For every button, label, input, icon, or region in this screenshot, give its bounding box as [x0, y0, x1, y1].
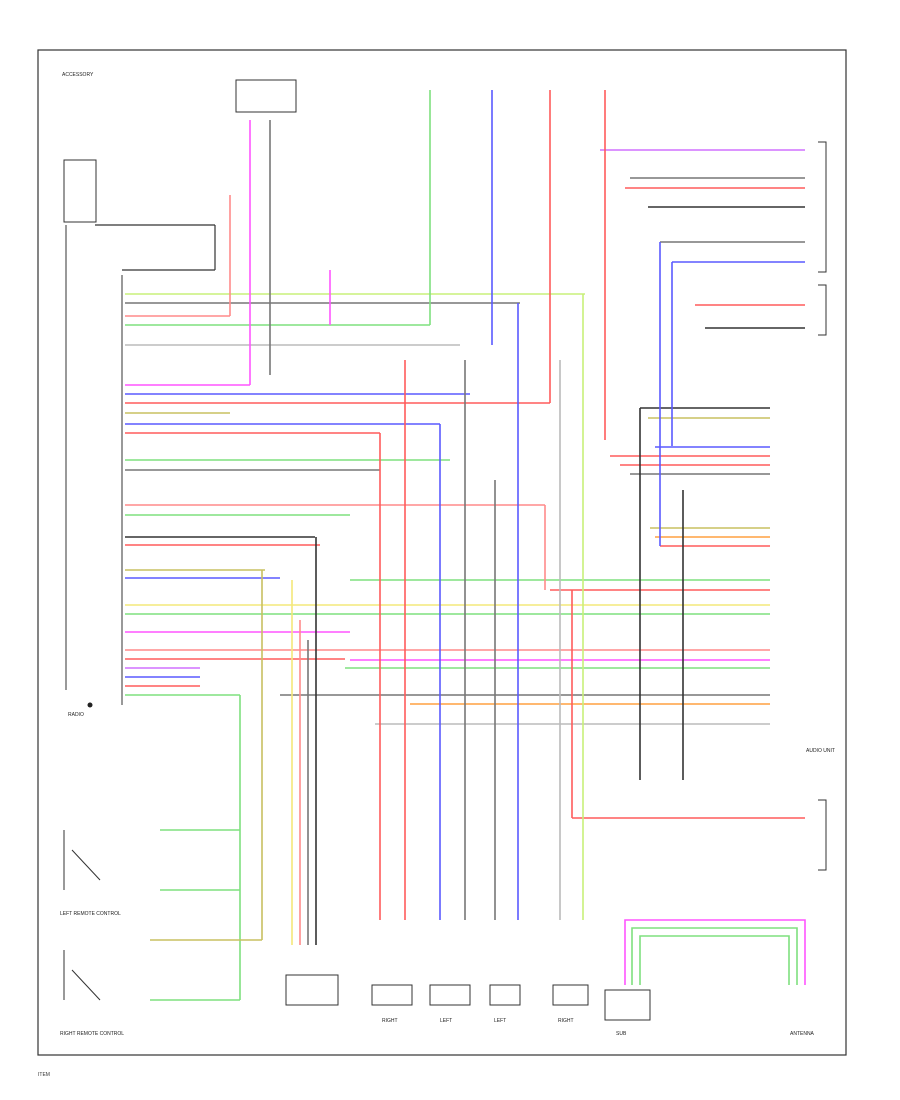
- radio-top-box: [235, 79, 297, 113]
- speaker-rear-left: [489, 984, 521, 1006]
- vertical-wires: [229, 90, 684, 1000]
- ground-dot: [87, 702, 93, 708]
- audio-unit-label: AUDIO UNIT: [806, 748, 835, 754]
- front-amp-box: [285, 974, 339, 1006]
- speaker-left-label: LEFT: [440, 1018, 452, 1024]
- right-connector-brackets: [818, 141, 827, 871]
- fuse-label: ACCESSORY: [62, 72, 94, 78]
- speakers: [285, 974, 651, 1021]
- speaker-right-label: RIGHT: [382, 1018, 398, 1024]
- radio-label: RADIO: [68, 712, 84, 718]
- radio-connector-left: [65, 224, 216, 705]
- sub-amp-box: [604, 989, 651, 1021]
- speaker-front-tweeter-left: [429, 984, 471, 1006]
- steering-switch-left-label: LEFT REMOTE CONTROL: [60, 911, 121, 917]
- antenna-label: ANTENNA: [790, 1031, 815, 1037]
- steering-switch-right-label: RIGHT REMOTE CONTROL: [60, 1031, 124, 1037]
- footer-label: ITEM: [38, 1072, 50, 1078]
- diagram-frame: [37, 49, 847, 1056]
- sub-amp-label: SUB: [616, 1031, 627, 1037]
- right-side-wires: [280, 149, 805, 819]
- left-module: [63, 159, 97, 223]
- speaker-front-tweeter-right: [371, 984, 413, 1006]
- speaker-rear-right: [552, 984, 589, 1006]
- horizontal-wires: [125, 293, 770, 696]
- steering-switches: [63, 829, 262, 1001]
- rear-right-label: RIGHT: [558, 1018, 574, 1024]
- rear-left-label: LEFT: [494, 1018, 506, 1024]
- antenna-cables: [624, 919, 806, 985]
